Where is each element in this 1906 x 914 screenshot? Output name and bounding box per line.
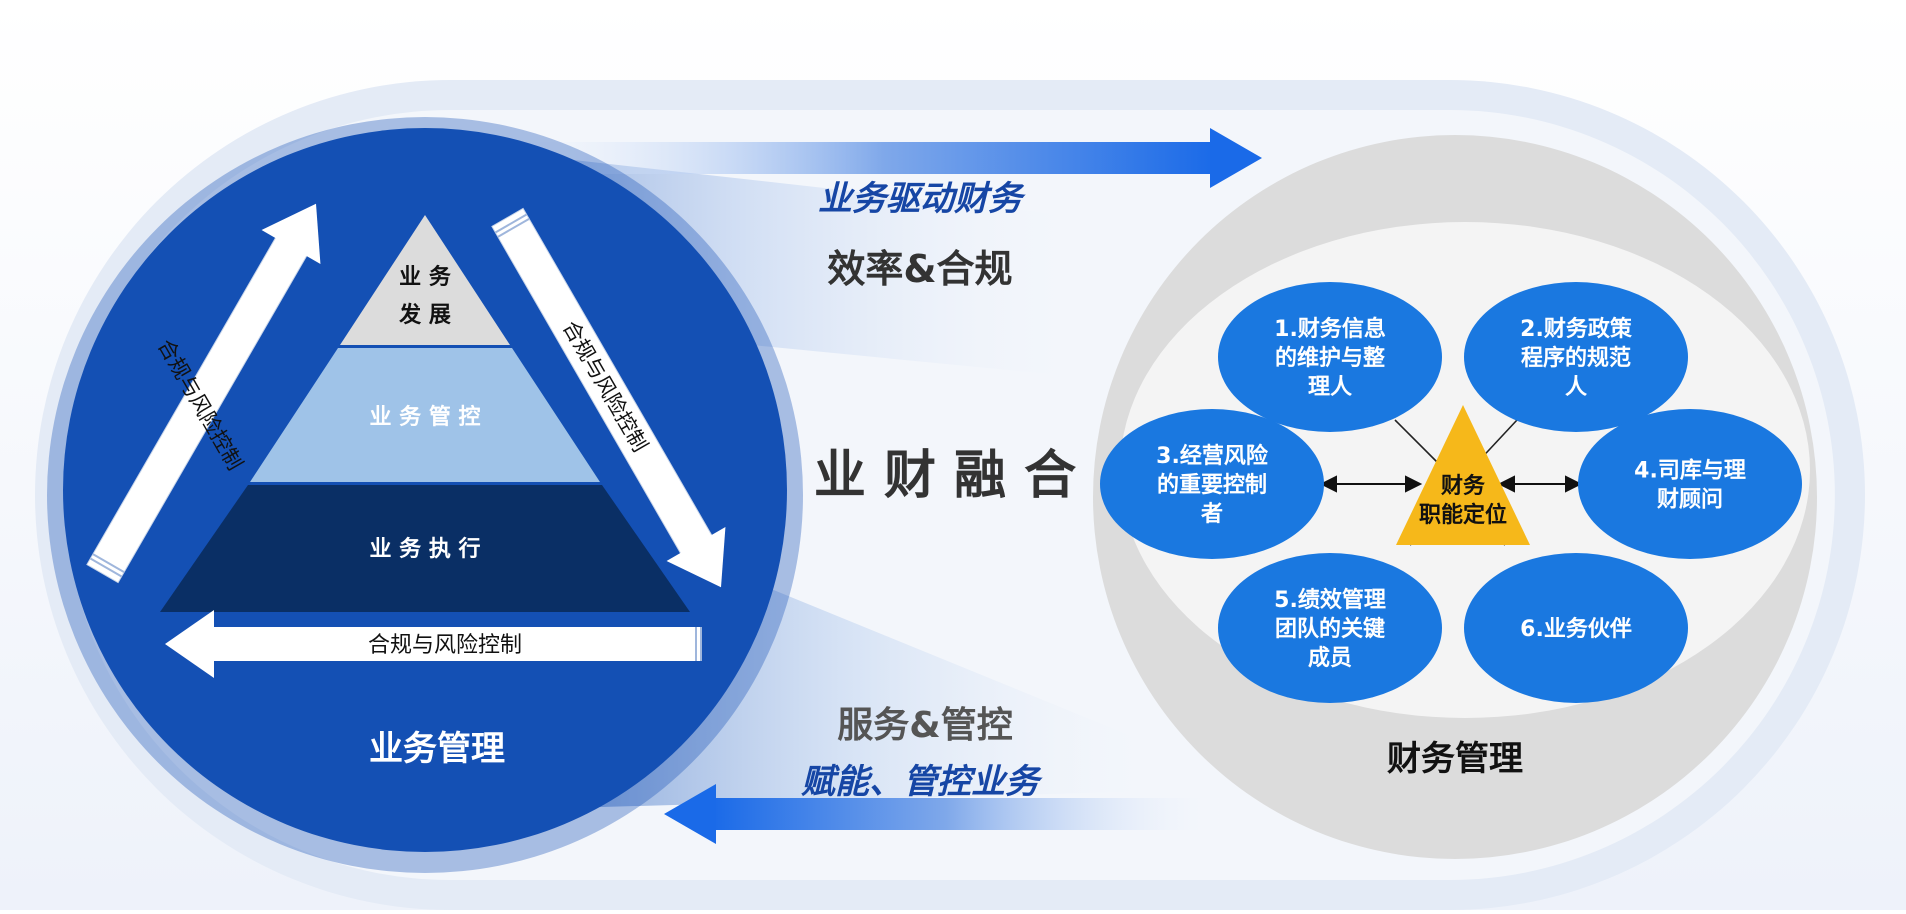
role-bubble-text: 成员 [1308, 646, 1352, 671]
role-bubble-shape [1464, 553, 1688, 703]
pyramid-bottom-tier [160, 485, 690, 612]
role-bubble-text: 团队的关键 [1275, 616, 1385, 642]
pyramid-bottom-label: 业 务 执 行 [370, 536, 481, 562]
role-bubble-text: 1.财务信息 [1274, 316, 1386, 342]
role-bubble-text: 3.经营风险 [1156, 443, 1269, 469]
role-bubble-text: 4.司库与理 [1634, 459, 1746, 484]
role-bubble-text: 财顾问 [1657, 488, 1723, 513]
upper-caption: 效率&合规 [827, 247, 1012, 291]
business-pyramid [160, 215, 690, 612]
role-bubble-text: 的重要控制 [1157, 472, 1267, 498]
main-title: 业 财 融 合 [814, 446, 1076, 506]
role-bubble-text: 理人 [1308, 375, 1352, 400]
role-double-arrows [1319, 475, 1583, 493]
flow-arrow-right [480, 128, 1262, 188]
pyramid-top-line2: 发 展 [398, 302, 451, 328]
finance-center-line1: 财务 [1441, 474, 1486, 499]
pyramid-top-tier [340, 215, 510, 345]
role-bubble-text: 的维护与整 [1275, 345, 1385, 371]
role-bubble-text: 2.财务政策 [1520, 316, 1633, 342]
finance-management-label: 财务管理 [1387, 739, 1523, 779]
finance-role-triangle [1396, 405, 1530, 545]
bottom-control-arrow [165, 610, 702, 678]
pyramid-middle-label: 业 务 管 控 [370, 404, 481, 430]
bottom-arrow-text: 合规与风险控制 [368, 633, 522, 658]
pyramid-top-line1: 业 务 [399, 265, 452, 290]
pyramid-middle-tier [250, 348, 600, 482]
role-bubble-shape [1578, 409, 1802, 559]
finance-center-line2: 职能定位 [1419, 502, 1507, 528]
lower-italic-caption: 赋能、管控业务 [801, 762, 1043, 802]
role-bubble-shape [1464, 282, 1688, 432]
role-bubble-text: 程序的规范 [1521, 345, 1631, 371]
role-bubble-text: 5.绩效管理 [1274, 587, 1386, 613]
upper-italic-caption: 业务驱动财务 [818, 179, 1026, 219]
role-bubble-shape [1100, 409, 1324, 559]
lower-caption: 服务&管控 [837, 705, 1012, 746]
business-management-label: 业务管理 [369, 729, 505, 769]
role-bubble-text: 6.业务伙伴 [1520, 617, 1632, 642]
role-bubbles: 1.财务信息的维护与整理人2.财务政策程序的规范人3.经营风险的重要控制者4.司… [1100, 282, 1802, 703]
role-bubble-6: 6.业务伙伴 [1464, 553, 1688, 703]
flow-arrow-left [664, 784, 1232, 844]
role-bubble-shape [1218, 282, 1442, 432]
role-bubble-shape [1218, 553, 1442, 703]
role-bubble-text: 者 [1200, 502, 1223, 527]
role-bubble-text: 人 [1565, 375, 1587, 400]
